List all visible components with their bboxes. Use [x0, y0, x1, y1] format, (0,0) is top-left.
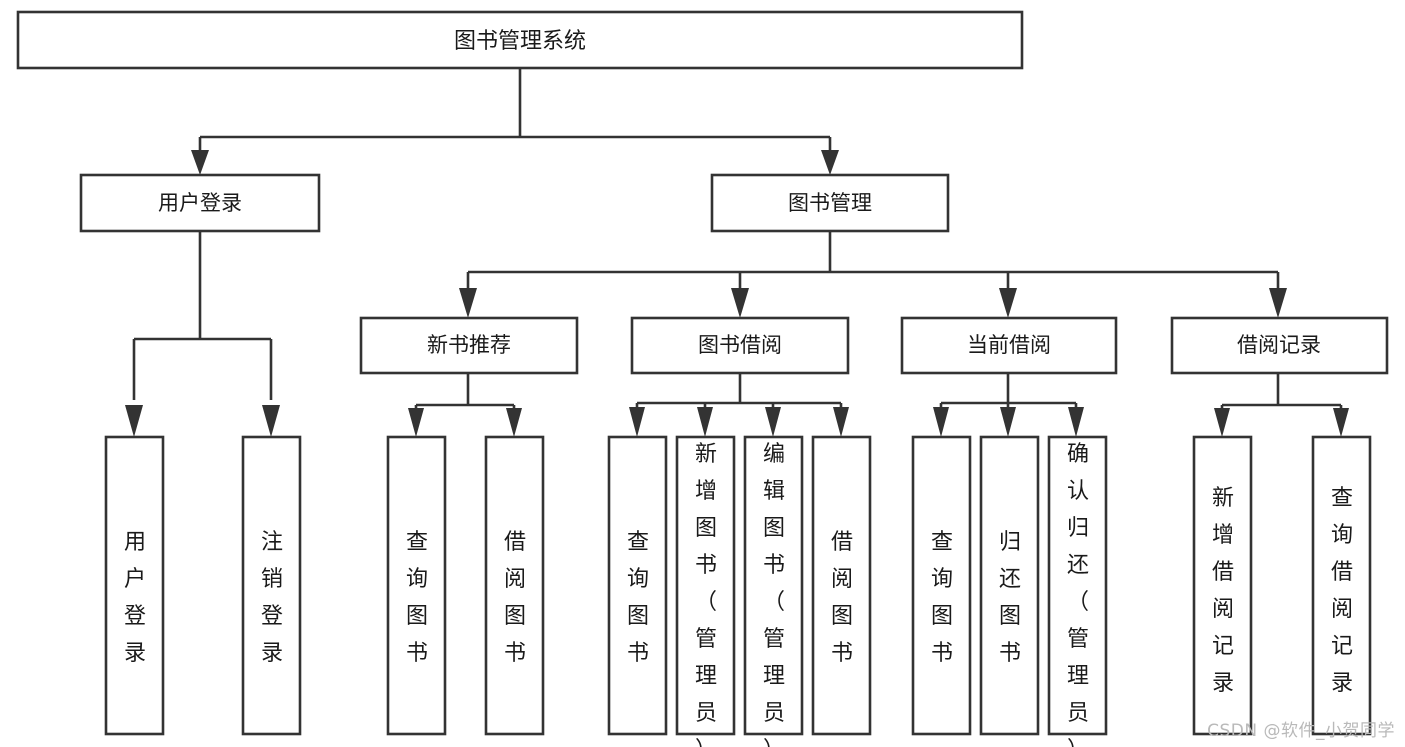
connector-group-user-login: [125, 231, 280, 437]
node-book-manage-label: 图书管理: [788, 191, 872, 215]
watermark-text: CSDN @软件_小贺同学: [1207, 721, 1395, 741]
node-leaf-confirm-return-label: 确认归还（管理员）: [1067, 442, 1089, 747]
connector-group-new-book-rec: [408, 373, 522, 437]
arrowhead-book-manage: [821, 150, 839, 175]
node-leaf-query-book-1-label: 查询图书: [406, 530, 428, 666]
arrowhead-leaf-query-book-2: [629, 407, 645, 437]
node-leaf-query-book-2-box[interactable]: [607, 435, 668, 736]
arrowhead-leaf-edit-book: [765, 407, 781, 437]
node-current-borrow-label: 当前借阅: [967, 333, 1051, 357]
arrowhead-borrow-record: [1269, 288, 1287, 318]
arrowhead-leaf-query-record: [1333, 408, 1349, 437]
node-leaf-borrow-book-2[interactable]: 借阅图书: [811, 435, 872, 736]
node-leaf-return-book-label: 归还图书: [999, 530, 1021, 666]
node-root-box[interactable]: [16, 10, 1024, 70]
arrowhead-leaf-add-record: [1214, 408, 1230, 437]
arrowhead-user-login: [191, 150, 209, 175]
node-leaf-query-record[interactable]: 查询借阅记录: [1311, 435, 1372, 736]
node-leaf-edit-book[interactable]: 编辑图书（管理员）: [743, 435, 804, 747]
node-leaf-borrow-book-1[interactable]: 借阅图书: [484, 435, 545, 736]
node-leaf-user-login[interactable]: 用户登录: [104, 435, 165, 736]
node-leaf-return-book-box[interactable]: [979, 435, 1040, 736]
node-leaf-query-book-3-box[interactable]: [911, 435, 972, 736]
node-user-login[interactable]: 用户登录: [79, 173, 321, 233]
node-leaf-query-record-box[interactable]: [1311, 435, 1372, 736]
node-leaf-return-book[interactable]: 归还图书: [979, 435, 1040, 736]
node-leaf-add-book-label: 新增图书（管理员）: [695, 442, 717, 747]
node-root-label: 图书管理系统: [454, 29, 586, 54]
connector-group-borrow-record: [1214, 373, 1349, 437]
arrowhead-leaf-confirm-return: [1068, 407, 1084, 437]
node-leaf-logout-label: 注销登录: [261, 530, 283, 666]
arrowhead-new-book-rec: [459, 288, 477, 318]
arrowhead-current-borrow: [999, 288, 1017, 318]
node-current-borrow-box[interactable]: [900, 316, 1118, 375]
node-leaf-query-record-label: 查询借阅记录: [1331, 486, 1353, 696]
arrowhead-leaf-return-book: [1000, 407, 1016, 437]
node-leaf-user-login-label: 用户登录: [124, 530, 146, 666]
node-leaf-edit-book-box[interactable]: [743, 435, 804, 736]
node-leaf-add-record-label: 新增借阅记录: [1212, 486, 1234, 696]
node-root[interactable]: 图书管理系统: [16, 10, 1024, 70]
node-leaf-logout[interactable]: 注销登录: [241, 435, 302, 736]
node-book-borrow-label: 图书借阅: [698, 333, 782, 357]
node-leaf-logout-box[interactable]: [241, 435, 302, 736]
node-leaf-add-book[interactable]: 新增图书（管理员）: [675, 435, 736, 747]
node-leaf-query-book-2[interactable]: 查询图书: [607, 435, 668, 736]
arrowhead-leaf-add-book: [697, 407, 713, 437]
arrowhead-leaf-query-book-1: [408, 408, 424, 437]
connector-group-current-borrow: [933, 373, 1084, 437]
node-user-login-label: 用户登录: [158, 191, 242, 215]
node-leaf-query-book-1-box[interactable]: [386, 435, 447, 736]
node-book-manage[interactable]: 图书管理: [710, 173, 950, 233]
node-leaf-borrow-book-1-box[interactable]: [484, 435, 545, 736]
arrowhead-leaf-borrow-book-2: [833, 407, 849, 437]
arrowhead-leaf-logout: [262, 405, 280, 437]
node-book-borrow-box[interactable]: [630, 316, 850, 375]
node-leaf-borrow-book-2-box[interactable]: [811, 435, 872, 736]
arrowhead-book-borrow: [731, 288, 749, 318]
node-leaf-add-record-box[interactable]: [1192, 435, 1253, 736]
connector-group-book-manage: [459, 231, 1287, 318]
node-book-manage-box[interactable]: [710, 173, 950, 233]
node-leaf-user-login-box[interactable]: [104, 435, 165, 736]
node-leaf-query-book-3[interactable]: 查询图书: [911, 435, 972, 736]
node-borrow-record-box[interactable]: [1170, 316, 1389, 375]
connector-group-root: [191, 68, 839, 175]
node-leaf-confirm-return[interactable]: 确认归还（管理员）: [1047, 435, 1108, 747]
node-leaf-query-book-3-label: 查询图书: [931, 530, 953, 666]
node-leaf-query-book-1[interactable]: 查询图书: [386, 435, 447, 736]
node-borrow-record[interactable]: 借阅记录: [1170, 316, 1389, 375]
node-leaf-add-book-box[interactable]: [675, 435, 736, 736]
node-current-borrow[interactable]: 当前借阅: [900, 316, 1118, 375]
arrowhead-leaf-user-login: [125, 405, 143, 437]
node-user-login-box[interactable]: [79, 173, 321, 233]
node-leaf-borrow-book-1-label: 借阅图书: [504, 530, 526, 666]
node-leaf-confirm-return-box[interactable]: [1047, 435, 1108, 736]
connector-group-book-borrow: [629, 373, 849, 437]
node-new-book-rec-label: 新书推荐: [427, 333, 511, 357]
node-leaf-edit-book-label: 编辑图书（管理员）: [763, 442, 785, 747]
arrowhead-leaf-query-book-3: [933, 407, 949, 437]
node-new-book-rec-box[interactable]: [359, 316, 579, 375]
node-borrow-record-label: 借阅记录: [1237, 333, 1321, 357]
node-book-borrow[interactable]: 图书借阅: [630, 316, 850, 375]
node-new-book-rec[interactable]: 新书推荐: [359, 316, 579, 375]
node-leaf-borrow-book-2-label: 借阅图书: [831, 530, 853, 666]
node-leaf-query-book-2-label: 查询图书: [627, 530, 649, 666]
arrowhead-leaf-borrow-book-1: [506, 408, 522, 437]
node-leaf-add-record[interactable]: 新增借阅记录: [1192, 435, 1253, 736]
